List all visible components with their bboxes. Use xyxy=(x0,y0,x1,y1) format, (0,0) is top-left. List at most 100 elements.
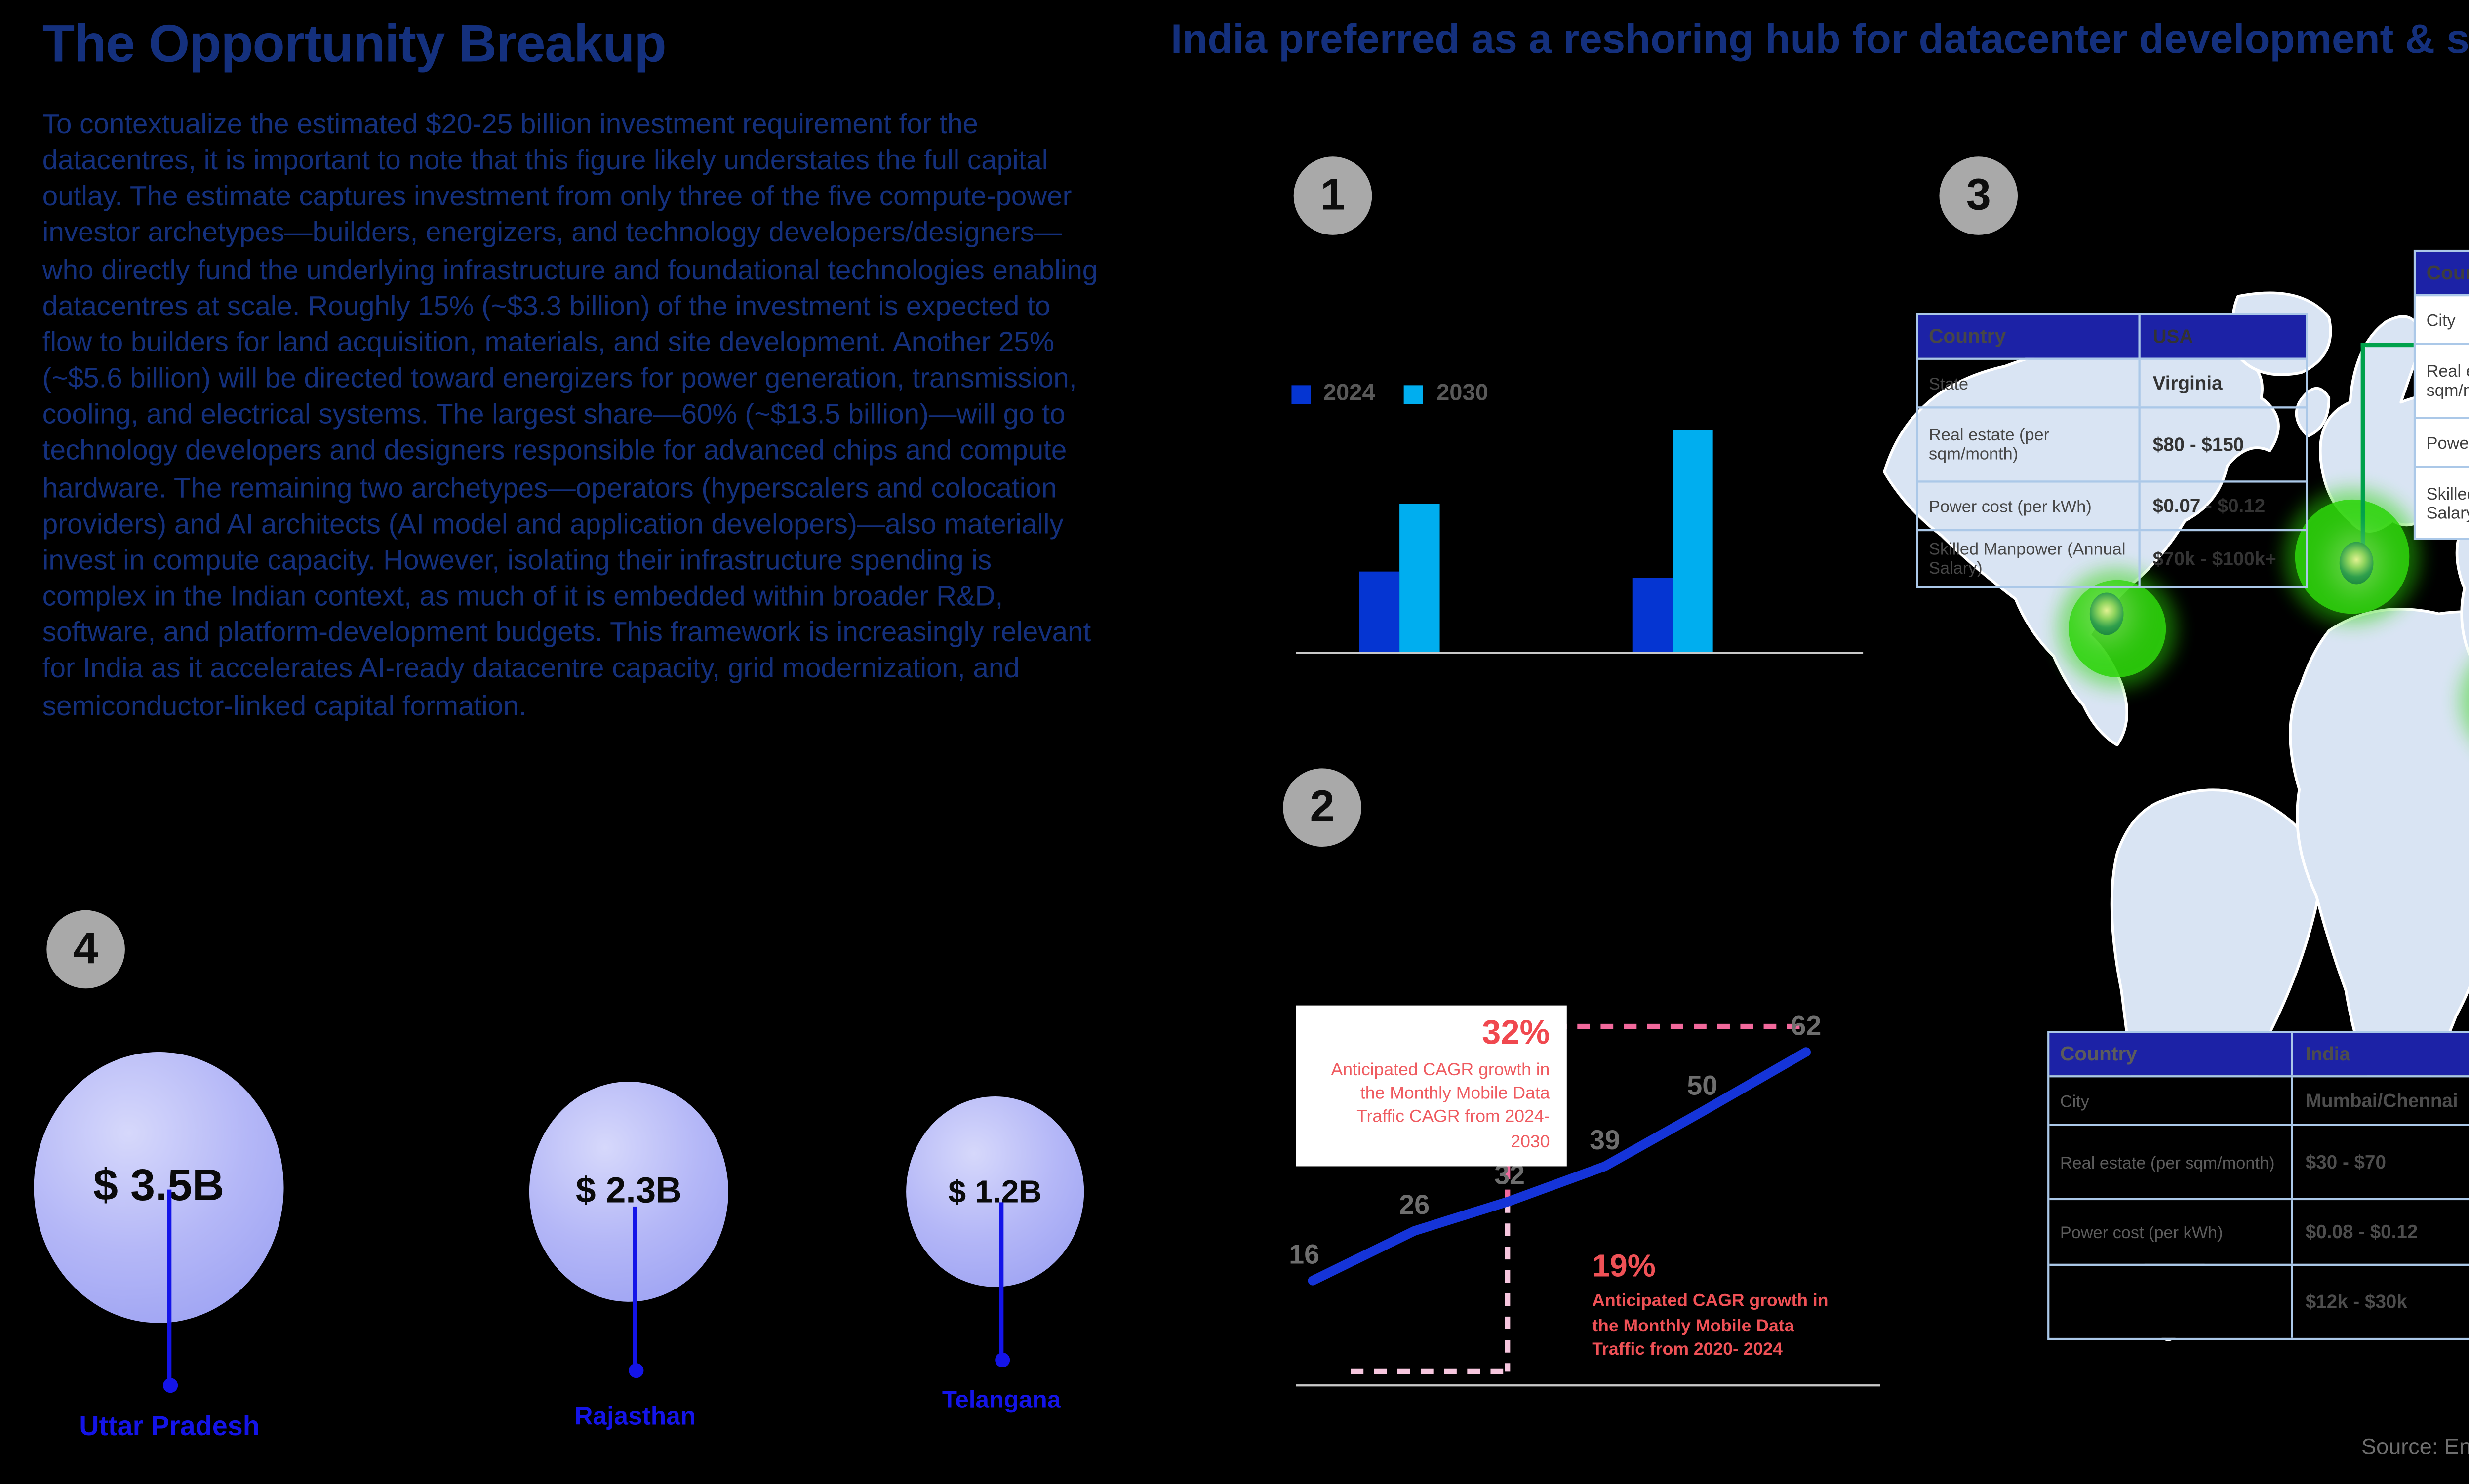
cagr-32-text: Anticipated CAGR growth in the Monthly M… xyxy=(1331,1058,1550,1151)
bar-2030-group1 xyxy=(1399,503,1440,652)
map-asia xyxy=(2455,506,2469,657)
row-value: $80 - $150 xyxy=(2138,408,2306,481)
uttar-pradesh-stem xyxy=(167,1189,172,1387)
table-row: Power cost (per kWh) $0.08 - $0.12 xyxy=(2049,1198,2469,1264)
table-row: State Virginia xyxy=(1918,357,2306,407)
bar-chart-axis xyxy=(1296,652,1864,655)
cagr-19-value: 19% xyxy=(1592,1249,1656,1285)
germany-location-pin-icon xyxy=(2339,542,2374,585)
table-header: Country India xyxy=(2049,1033,2469,1076)
rajasthan-dot xyxy=(628,1363,643,1378)
legend-swatch-2030 xyxy=(1404,384,1424,403)
header-key: Country xyxy=(2426,261,2469,285)
page-title: The Opportunity Breakup xyxy=(42,15,667,75)
legend-label-2024: 2024 xyxy=(1323,381,1375,407)
bubble-amount: $ 3.5B xyxy=(93,1162,225,1211)
usa-location-pin-icon xyxy=(2089,592,2124,635)
uttar-pradesh-dot xyxy=(162,1378,177,1393)
telangana-stem xyxy=(999,1202,1004,1361)
bubble-amount: $ 1.2B xyxy=(948,1173,1042,1210)
bar-2024-group1 xyxy=(1359,572,1400,652)
row-label xyxy=(2049,1297,2290,1306)
row-label: Power cost (per kWh) xyxy=(2060,1222,2223,1242)
main-heading: India preferred as a reshoring hub for d… xyxy=(1171,17,2469,64)
row-value: $0.08 - $0.12 xyxy=(2290,1200,2469,1264)
row-value: Mumbai/Chennai xyxy=(2290,1077,2469,1124)
header-key: Country xyxy=(1929,325,2006,349)
cagr-32-value: 32% xyxy=(1482,1016,1550,1052)
section-marker-2: 2 xyxy=(1283,768,1361,847)
traffic-line-series xyxy=(1308,1047,1811,1286)
section-marker-2-label: 2 xyxy=(1310,782,1335,831)
row-label: Power cost (per kWh) xyxy=(2426,432,2469,452)
opportunity-paragraph: To contextualize the estimated $20-25 bi… xyxy=(42,108,1098,721)
legend-swatch-2024 xyxy=(1291,384,1311,403)
section-marker-1: 1 xyxy=(1293,156,1372,235)
cagr-32-annotation: 32% Anticipated CAGR growth in the Month… xyxy=(1296,1005,1567,1167)
investment-bubble-uttar-pradesh: $ 3.5B xyxy=(34,1052,284,1323)
bar-2030-group2 xyxy=(1673,430,1713,652)
table-row: City Mumbai/Chennai xyxy=(2049,1075,2469,1124)
label-rajasthan: Rajasthan xyxy=(574,1401,696,1431)
germany-connector-elbow xyxy=(2360,343,2414,347)
usa-cost-table: Country USA State Virginia Real estate (p… xyxy=(1916,313,2308,588)
label-uttar-pradesh: Uttar Pradesh xyxy=(79,1409,260,1442)
section-marker-3-label: 3 xyxy=(1966,170,1991,219)
legend-label-2030: 2030 xyxy=(1436,381,1489,407)
row-label: Real estate (per sqm/month) xyxy=(2426,362,2469,400)
row-value: $70k - $100k+ xyxy=(2138,531,2306,586)
source-attribution: Source: Eninrac Report Datacentre Market… xyxy=(2361,1435,2469,1461)
row-label: Power cost (per kWh) xyxy=(1929,496,2092,516)
rajasthan-stem xyxy=(633,1206,637,1372)
germany-cost-table: Country Germany CityFrankfurt Real estat… xyxy=(2413,249,2469,540)
line-value-label: 16 xyxy=(1289,1239,1319,1270)
header-value: India xyxy=(2290,1033,2469,1076)
bar-2024-group2 xyxy=(1632,579,1673,652)
table-row: $12k - $30k xyxy=(2049,1263,2469,1338)
cagr-19-text: Anticipated CAGR growth in the Monthly M… xyxy=(1592,1289,1829,1360)
row-label: State xyxy=(1929,373,1969,393)
line-value-label: 62 xyxy=(1791,1011,1821,1041)
line-chart-axis xyxy=(1296,1384,1880,1387)
investment-bubble-rajasthan: $ 2.3B xyxy=(529,1081,728,1302)
map-africa xyxy=(2289,608,2469,1111)
row-label: Skilled Manpower (Annual Salary) xyxy=(2426,483,2469,522)
table-row: Skilled Manpower (Annual Salary) $70k - $… xyxy=(1918,529,2306,586)
row-label: Real estate (per sqm/month) xyxy=(1929,425,2050,464)
row-value: $0.07 - $0.12 xyxy=(2138,482,2306,529)
investment-bubble-telangana: $ 1.2B xyxy=(906,1096,1084,1287)
line-value-label: 50 xyxy=(1687,1070,1717,1100)
row-value: Virginia xyxy=(2138,359,2306,407)
section-marker-4-label: 4 xyxy=(73,924,98,973)
germany-connector-line xyxy=(2360,343,2364,555)
table-row: Power cost (per kWh)$0.2 - $0.3 xyxy=(2416,417,2469,466)
table-row: Skilled Manpower (Annual Salary)$60k - $… xyxy=(2416,466,2469,538)
bar-chart xyxy=(1296,430,1863,652)
label-telangana: Telangana xyxy=(942,1388,1061,1414)
row-label: City xyxy=(2426,310,2456,329)
line-value-label: 39 xyxy=(1590,1125,1620,1155)
table-row: CityFrankfurt xyxy=(2416,294,2469,343)
row-value: $30 - $70 xyxy=(2290,1126,2469,1198)
section-marker-3: 3 xyxy=(1939,156,2018,235)
table-header: Country USA xyxy=(1918,315,2306,358)
row-value: $12k - $30k xyxy=(2290,1265,2469,1338)
bar-chart-legend: 2024 2030 xyxy=(1291,381,1488,406)
row-label: City xyxy=(2060,1091,2089,1110)
bubble-amount: $ 2.3B xyxy=(576,1171,682,1211)
row-label: Skilled Manpower (Annual Salary) xyxy=(1929,540,2126,578)
table-row: Real estate (per sqm/month) $80 - $150 xyxy=(1918,406,2306,481)
line-value-label: 26 xyxy=(1399,1189,1430,1220)
table-row: Power cost (per kWh) $0.07 - $0.12 xyxy=(1918,480,2306,529)
table-row: Real estate (per sqm/month) $30 - $70 xyxy=(2049,1124,2469,1198)
india-cost-table: Country India City Mumbai/Chennai Real es… xyxy=(2047,1031,2469,1340)
telangana-dot xyxy=(994,1352,1009,1367)
table-header: Country Germany xyxy=(2416,252,2469,294)
table-row: Real estate (per sqm/month)$90 - $170 xyxy=(2416,343,2469,417)
row-label: Real estate (per sqm/month) xyxy=(2060,1152,2275,1172)
header-value: USA xyxy=(2138,315,2306,358)
section-marker-1-label: 1 xyxy=(1320,170,1346,219)
header-key: Country xyxy=(2060,1042,2137,1066)
